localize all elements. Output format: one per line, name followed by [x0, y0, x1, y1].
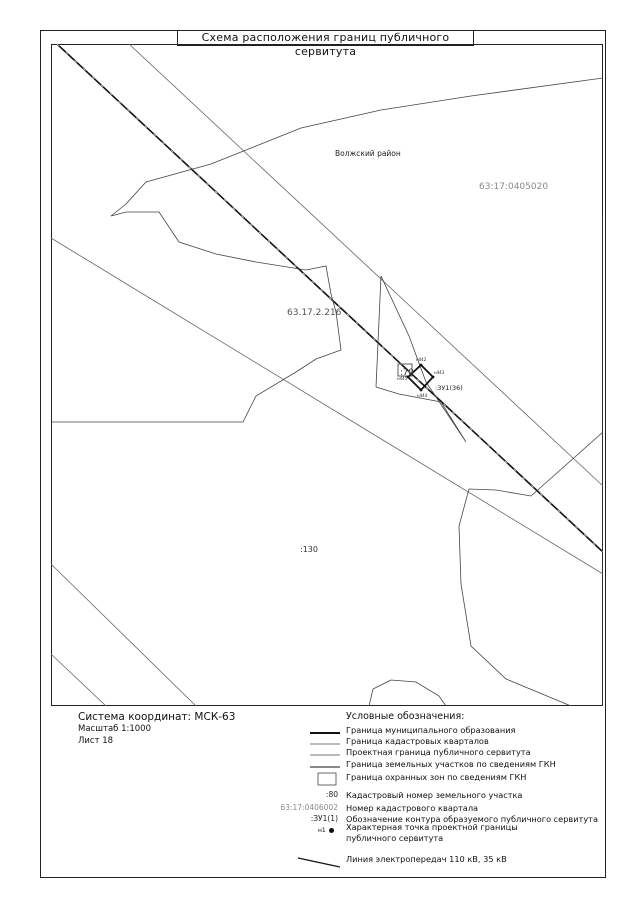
boundary-point-1 — [419, 363, 423, 367]
power-line-pattern — [56, 44, 603, 553]
boundary-point-3 — [419, 388, 423, 392]
legend-label: Проектная граница публичного сервитута — [346, 747, 531, 757]
legend-label: Граница кадастровых кварталов — [346, 736, 489, 746]
legend-sample-text: 63:17:0406002 — [280, 803, 338, 812]
servitude-contour-label: :ЗУ1(36) — [435, 384, 463, 392]
coordinate-system-text: Система координат: МСК-63 — [78, 711, 236, 723]
legend-label: Граница земельных участков по сведениям … — [346, 759, 556, 769]
corridor-edge-upper — [128, 44, 603, 487]
corridor-edge-lower — [51, 237, 603, 575]
legend-item: 63:17:0406002 Номер кадастрового квартала — [258, 802, 608, 814]
legend-symbol: н1 — [258, 824, 340, 836]
legend-label: Номер кадастрового квартала — [346, 803, 479, 813]
parcel-label-small: :70 — [400, 368, 414, 378]
legend-item: Проектная граница публичного сервитута — [258, 746, 608, 758]
legend-symbol — [258, 746, 340, 758]
point-label-1: н442 — [416, 357, 427, 362]
legend-item: Граница муниципального образования — [258, 724, 608, 736]
legend-label: Кадастровый номер земельного участка — [346, 790, 523, 800]
legend-label: Граница охранных зон по сведениям ГКН — [346, 772, 527, 782]
scale-text: Масштаб 1:1000 — [78, 724, 152, 734]
protection-zone-box — [397, 363, 413, 377]
legend-point-label: н1 — [318, 827, 326, 834]
parcel-boundary-small-edge — [375, 275, 382, 388]
legend-symbol: :ЗУ1(1) — [258, 813, 340, 825]
legend-label: Линия электропередач 110 кВ, 35 кВ — [346, 854, 507, 864]
legend-item: :ЗУ1(1) Обозначение контура образуемого п… — [258, 813, 608, 825]
quarter-number-label: 63:17:0405020 — [479, 182, 548, 192]
sheet-number-text: Лист 18 — [78, 736, 114, 746]
legend-label: Обозначение контура образуемого публично… — [346, 814, 598, 824]
boundary-point-4 — [406, 375, 410, 379]
point-label-2: н443 — [434, 370, 445, 375]
parcel-label-center: :130 — [300, 545, 318, 554]
legend-label-continuation: публичного сервитута — [346, 833, 444, 843]
legend-item: Граница кадастровых кварталов — [258, 735, 608, 747]
map-sheet: Схема расположения границ публичного сер… — [40, 30, 606, 878]
parcel-boundary-small — [375, 275, 467, 443]
parcel-boundary-bottom — [368, 679, 447, 706]
parcel-boundary-lower-left — [51, 563, 197, 706]
legend-sample-text: :ЗУ1(1) — [310, 814, 338, 823]
legend-symbol: :80 — [258, 789, 340, 801]
legend-sample-text: :80 — [325, 790, 338, 799]
legend-item: Граница охранных зон по сведениям ГКН — [258, 771, 608, 786]
map-frame — [51, 44, 603, 706]
parcel-label-left: 63.17.2.216 — [287, 308, 342, 318]
legend-symbol — [258, 735, 340, 747]
legend-point-dot — [329, 828, 334, 833]
legend-symbol: 63:17:0406002 — [258, 802, 340, 814]
point-label-3: н444 — [417, 393, 428, 398]
legend-symbol — [258, 853, 341, 868]
legend-title: Условные обозначения: — [346, 711, 465, 722]
legend-item: :80 Кадастровый номер земельного участка — [258, 789, 608, 801]
parcel-boundary-main — [51, 77, 603, 423]
point-label-4: н445 — [397, 376, 408, 381]
legend-symbol — [258, 771, 340, 786]
map-area: Волжский район 63:17:0405020 63.17.2.216… — [51, 44, 603, 706]
legend-label: Граница муниципального образования — [346, 725, 516, 735]
coordinate-info: Система координат: МСК-63 Масштаб 1:1000… — [78, 711, 235, 747]
legend-item: Граница земельных участков по сведениям … — [258, 758, 608, 770]
boundary-point-2 — [431, 375, 435, 379]
parcel-boundary-lower-right — [458, 431, 603, 706]
parcel-boundary-corner — [51, 653, 107, 706]
legend-symbol — [258, 724, 340, 736]
legend-symbol — [258, 758, 340, 770]
district-label: Волжский район — [335, 149, 401, 158]
legend-item: Линия электропередач 110 кВ, 35 кВ — [258, 853, 608, 868]
map-title: Схема расположения границ публичного сер… — [177, 31, 474, 58]
